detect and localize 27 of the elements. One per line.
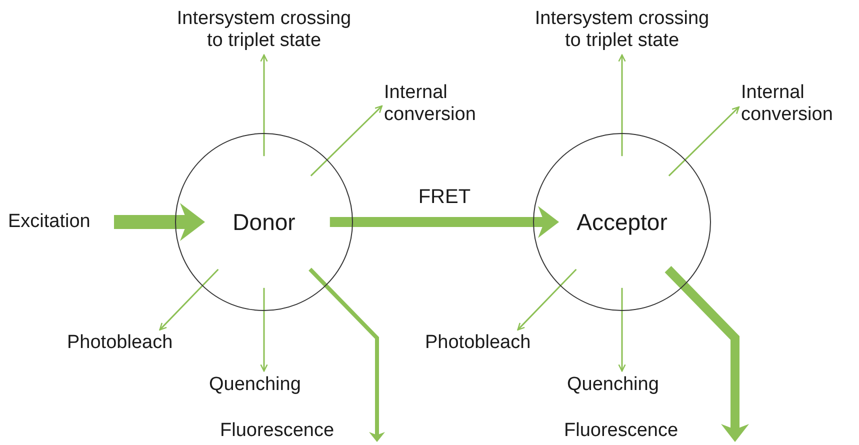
- process-label: Internal conversion: [384, 82, 494, 126]
- arrow: [114, 203, 205, 241]
- process-label: Intersystem crossing to triplet state: [530, 8, 714, 52]
- arrow: [260, 54, 268, 156]
- arrow: [618, 54, 626, 156]
- process-label: Excitation: [8, 211, 102, 233]
- process-label: Fluorescence: [220, 420, 340, 442]
- state-circle: [533, 133, 711, 311]
- arrow: [668, 106, 740, 176]
- state-name: Donor: [232, 208, 296, 236]
- process-label: Photobleach: [67, 332, 173, 354]
- process-label: Photobleach: [425, 332, 531, 354]
- arrow: [330, 206, 559, 238]
- process-label: Quenching: [209, 374, 305, 396]
- process-label: Internal conversion: [741, 82, 851, 126]
- process-label: Quenching: [567, 374, 663, 396]
- arrow: [159, 268, 219, 330]
- process-label: Fluorescence: [564, 420, 684, 442]
- arrow: [618, 288, 626, 372]
- arrow: [260, 288, 268, 372]
- arrow: [310, 105, 383, 176]
- arrow: [308, 268, 385, 442]
- arrow: [517, 268, 577, 330]
- process-label: Intersystem crossing to triplet state: [172, 8, 356, 52]
- state-circle: [175, 133, 353, 311]
- arrow: [664, 266, 749, 442]
- state-name: Acceptor: [576, 208, 668, 236]
